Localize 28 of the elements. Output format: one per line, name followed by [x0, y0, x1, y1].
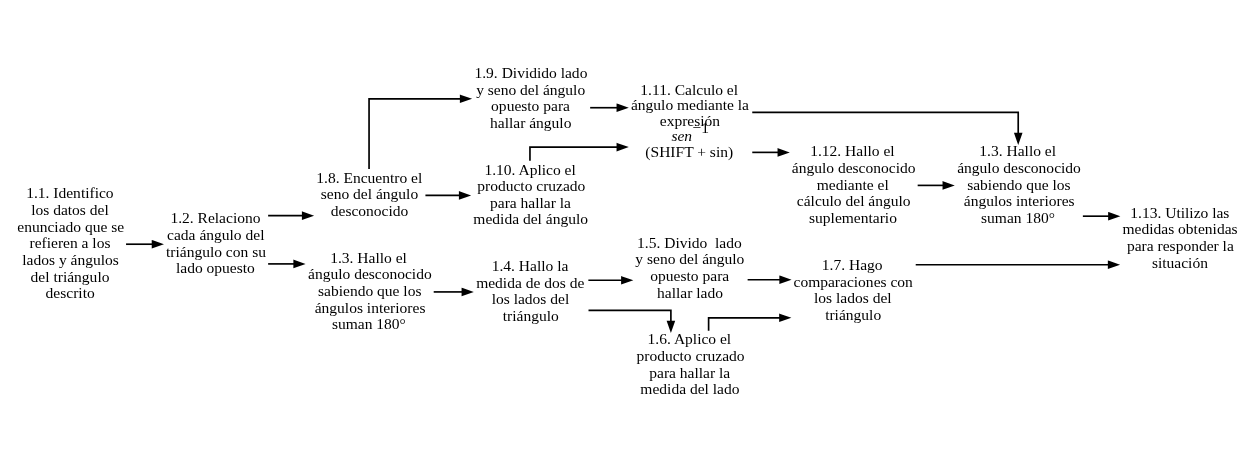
- node-text: 1.12. Hallo el ángulo desconocido mediante el cálculo del ángulo suplementario: [791, 142, 916, 226]
- arrow: [125, 239, 164, 249]
- node-text: 1.8. Encuentro el seno del ángulo desconocido: [316, 168, 423, 220]
- arrow: [1082, 211, 1121, 221]
- node-text: 1.3. Hallo el ángulo desconocido sabiendo que los ángulos interiores suman 180°: [957, 142, 1081, 226]
- node-text: 1.4. Hallo la medida de dos de los lados del triángulo: [476, 257, 585, 324]
- arrow: [424, 191, 472, 200]
- node-text: 1.9. Dividido lado y seno del ángulo opuesto para hallar ángulo: [474, 63, 588, 131]
- arrow: [587, 276, 634, 285]
- arrow: [589, 103, 629, 112]
- arrow: [432, 287, 474, 297]
- node-text: 1.6. Aplico el producto cruzado para hallar la medida del lado: [636, 330, 745, 398]
- arrow: [587, 309, 676, 333]
- arrow: [368, 94, 473, 170]
- node-text: 1.2. Relaciono cada ángulo del triángulo con su lado opuesto: [165, 209, 266, 277]
- arrow: [267, 259, 306, 269]
- node-text: 1.10. Aplico el producto cruzado para hallar la medida del ángulo: [473, 160, 588, 228]
- arrow: [746, 275, 792, 284]
- node-text: 1.7. Hago comparaciones con los lados del triángulo: [793, 255, 913, 323]
- node-text: 1.1. Identifico los datos del enunciado que se refieren a los lados y ángulos del triángulo descrito: [17, 184, 125, 302]
- arrow: [267, 211, 315, 220]
- arrow: [916, 181, 955, 190]
- arrow: [914, 260, 1121, 269]
- arrow: [751, 148, 790, 157]
- node-text: 1.5. Divido lado y seno del ángulo opuesto para hallar lado: [635, 233, 745, 301]
- node-text: 1.3. Hallo el ángulo desconocido sabiendo que los ángulos interiores suman 180°: [308, 248, 432, 333]
- node-text: 1.13. Utilizo las medidas obtenidas para responder la situación: [1122, 203, 1238, 271]
- arrow: [751, 111, 1023, 146]
